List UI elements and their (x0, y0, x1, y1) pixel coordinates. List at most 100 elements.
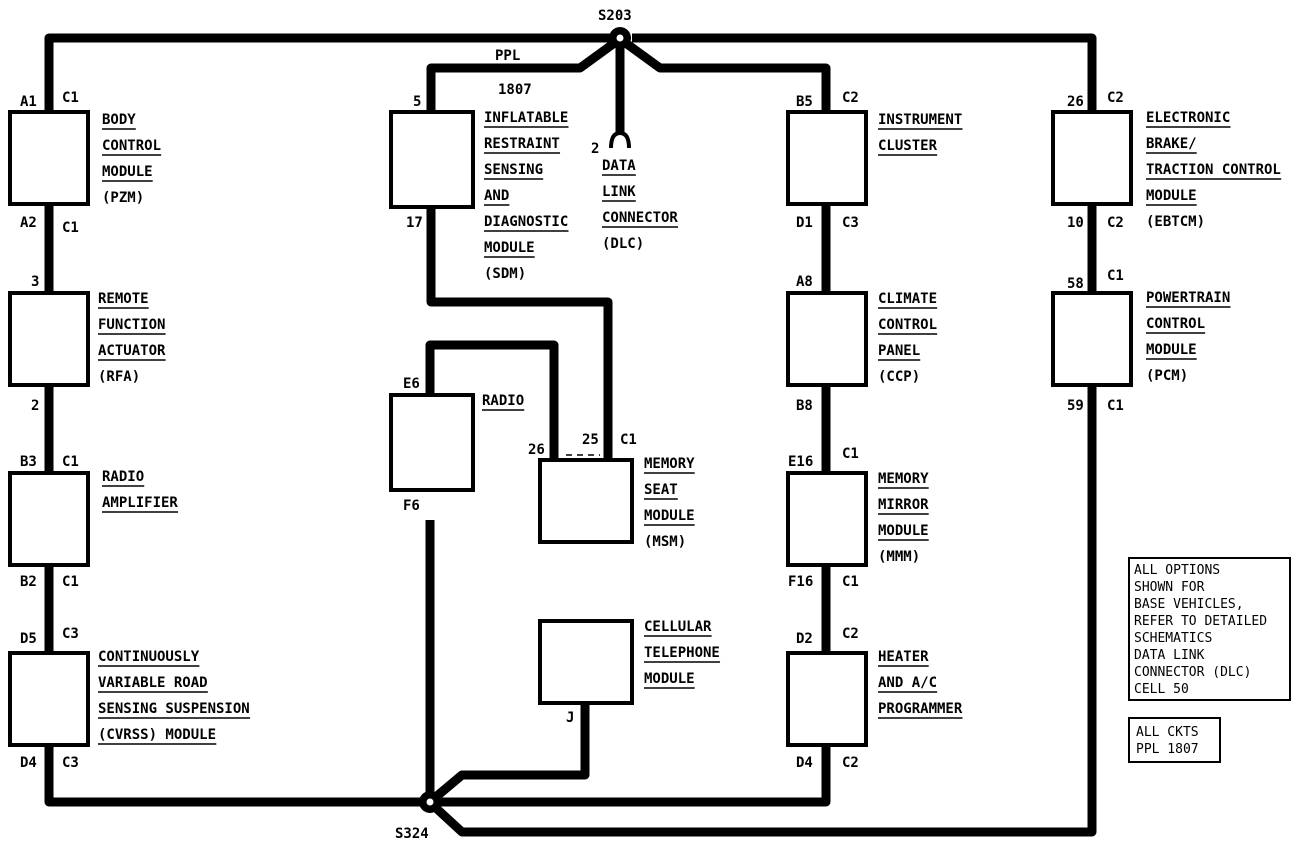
note-line: ALL OPTIONS (1134, 563, 1220, 578)
hvac-label-line: AND A/C (878, 675, 937, 691)
pin-label: A2 (20, 215, 37, 231)
cvrss-label-line: VARIABLE ROAD (98, 675, 208, 691)
mmm-label-line: MIRROR (878, 497, 929, 513)
connector-label: C3 (842, 215, 859, 231)
wire-ipc-branch (438, 40, 831, 807)
options-note-box (1128, 557, 1291, 701)
pin-label: D4 (796, 755, 813, 771)
cell-label-line: CELLULAR (644, 619, 712, 635)
wire-radio-branch (425, 340, 559, 802)
wire-circuit-label: 1807 (498, 82, 532, 98)
pin-label: 26 (1067, 94, 1084, 110)
sdm-label-line: RESTRAINT (484, 136, 560, 152)
connector-label: C1 (1107, 398, 1124, 414)
ipc-label-line: INSTRUMENT (878, 112, 962, 128)
bcm-label-line: BODY (102, 112, 136, 128)
pin-label: 5 (413, 94, 421, 110)
sdm-box (389, 110, 475, 209)
note-line: SCHEMATICS (1134, 631, 1212, 646)
connector-label: C1 (62, 220, 79, 236)
bcm-label-line: CONTROL (102, 138, 161, 154)
msm-label-line: (MSM) (644, 534, 686, 550)
connector-label: C1 (842, 446, 859, 462)
sdm-label-line: INFLATABLE (484, 110, 568, 126)
mmm-label-line: MODULE (878, 523, 929, 539)
connector-label: C1 (62, 90, 79, 106)
dlc-label-line: (DLC) (602, 236, 644, 252)
pin-label: F16 (788, 574, 813, 590)
pin-label: D2 (796, 631, 813, 647)
pin-label: 25 (582, 432, 599, 448)
bcm-label-line: (PZM) (102, 190, 144, 206)
sdm-label-line: AND (484, 188, 509, 204)
ebtcm-box (1051, 110, 1133, 206)
amp-box (8, 471, 90, 567)
dlc-label-line: DATA (602, 158, 636, 174)
ccp-label-line: PANEL (878, 343, 920, 359)
sdm-label-line: SENSING (484, 162, 543, 178)
rfa-label-line: REMOTE (98, 291, 149, 307)
splice-s324-label: S324 (395, 826, 429, 842)
connector-label: C2 (842, 626, 859, 642)
radio-box (389, 393, 475, 492)
dlc-label-line: LINK (602, 184, 636, 200)
pin-label: E16 (788, 454, 813, 470)
pin-label: A1 (20, 94, 37, 110)
sdm-label-line: (SDM) (484, 266, 526, 282)
ipc-box (786, 110, 868, 206)
mmm-box (786, 471, 868, 567)
ebtcm-label-line: BRAKE/ (1146, 136, 1197, 152)
msm-label-line: MODULE (644, 508, 695, 524)
note-line: SHOWN FOR (1134, 580, 1205, 595)
module-boxes (8, 110, 1133, 747)
pin-label: J (566, 710, 574, 726)
dlc-label-line: CONNECTOR (602, 210, 678, 226)
connector-label: C2 (1107, 90, 1124, 106)
pin-labels: A1 C1 A2 C1 3 2 B3 C1 B2 C1 D5 C3 D4 C3 … (20, 90, 1124, 771)
wire-color-label: PPL (495, 48, 520, 64)
connector-label: C2 (1107, 215, 1124, 231)
pcm-label-line: (PCM) (1146, 368, 1188, 384)
module-labels: BODYCONTROLMODULE(PZM)REMOTEFUNCTIONACTU… (98, 110, 1282, 745)
ccp-label-line: (CCP) (878, 369, 920, 385)
pin-label: B2 (20, 574, 37, 590)
ebtcm-label-line: TRACTION CONTROL (1146, 162, 1281, 178)
pcm-label-line: POWERTRAIN (1146, 290, 1230, 306)
pin-label: E6 (403, 376, 420, 392)
pin-label: 17 (406, 215, 423, 231)
radio-label-line: RADIO (482, 393, 524, 409)
bcm-label-line: MODULE (102, 164, 153, 180)
msm-label-line: SEAT (644, 482, 678, 498)
cell-box (538, 619, 634, 705)
rfa-box (8, 291, 90, 387)
ccp-label-line: CLIMATE (878, 291, 937, 307)
rfa-label-line: (RFA) (98, 369, 140, 385)
wire-left-bus (44, 33, 610, 807)
pcm-label-line: CONTROL (1146, 316, 1205, 332)
amp-label-line: AMPLIFIER (102, 495, 178, 511)
pin-label: B3 (20, 454, 37, 470)
cell-label-line: TELEPHONE (644, 645, 720, 661)
sdm-label-line: MODULE (484, 240, 535, 256)
pin-label: 2 (31, 398, 39, 414)
ccp-label-line: CONTROL (878, 317, 937, 333)
dlc-terminal (609, 130, 631, 149)
ipc-label-line: CLUSTER (878, 138, 938, 154)
sdm-label-line: DIAGNOSTIC (484, 214, 568, 230)
connector-label: C2 (842, 755, 859, 771)
pin-label: 58 (1067, 276, 1084, 292)
note-line: CELL 50 (1134, 682, 1189, 697)
pin-label: 2 (591, 141, 599, 157)
pin-label: D4 (20, 755, 37, 771)
cell-label-line: MODULE (644, 671, 695, 687)
pin-label: 59 (1067, 398, 1084, 414)
pin-label: A8 (796, 274, 813, 290)
wire-right-bus (433, 33, 1097, 837)
connector-label: C1 (1107, 268, 1124, 284)
connector-label: C3 (62, 755, 79, 771)
connector-label: C2 (842, 90, 859, 106)
cvrss-label-line: SENSING SUSPENSION (98, 701, 250, 717)
